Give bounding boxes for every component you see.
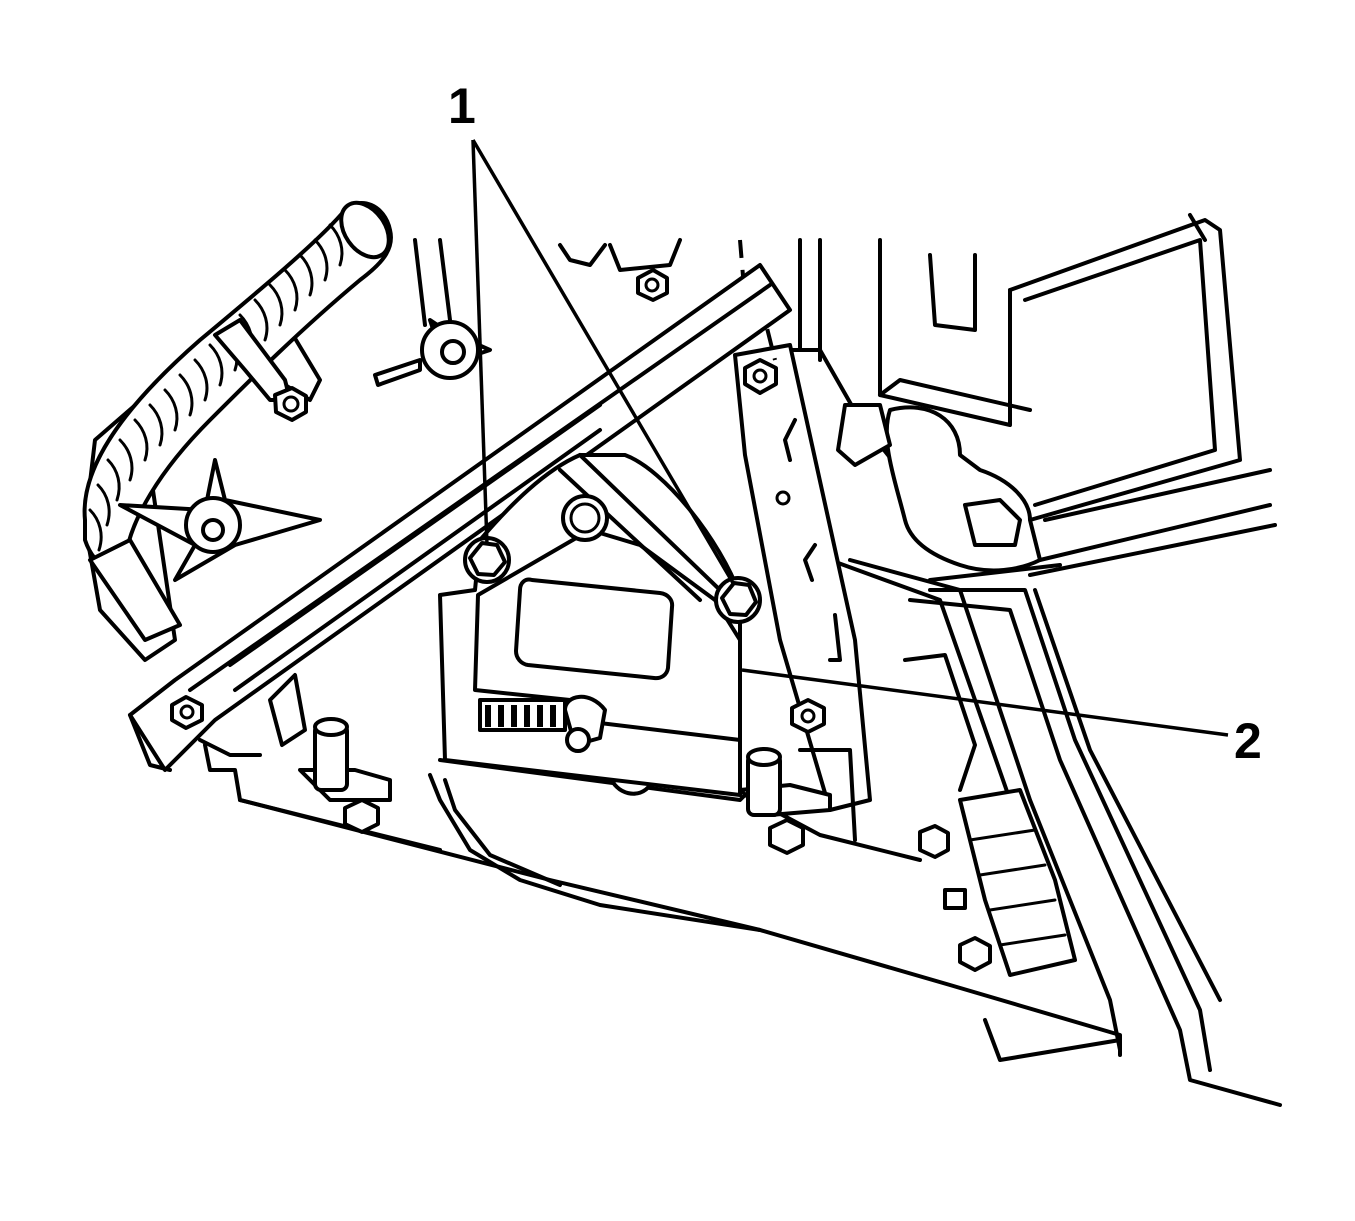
bolt-icon [958,936,992,972]
callout-label-1: 1 [448,78,476,134]
bolt-icon [636,268,669,302]
bolt-icon [343,798,380,834]
bolt-icon [273,386,308,422]
star-clip-left [118,458,322,582]
wiring-harness-icon [82,200,393,662]
bolt-icon [170,695,204,730]
bolt-icon [918,824,950,859]
grommet-upper [373,318,492,387]
actuator-bolt-right [714,576,762,624]
electrical-connector-icon [478,698,567,732]
callout-1: 1 [448,78,735,584]
hvac-case-right [788,213,1282,1107]
locator-post-right [738,747,832,817]
pin-icon [943,888,967,910]
bolt-icon [743,358,778,395]
callout-2: 2 [741,668,1262,769]
actuator-icon [438,453,742,797]
bolt-icon [768,818,805,855]
bolt-icon [790,698,826,734]
locator-post-left [298,717,392,802]
callout-label-2: 2 [1234,713,1262,769]
actuator-bolt-left [463,536,511,584]
diagonal-rail [128,263,792,772]
